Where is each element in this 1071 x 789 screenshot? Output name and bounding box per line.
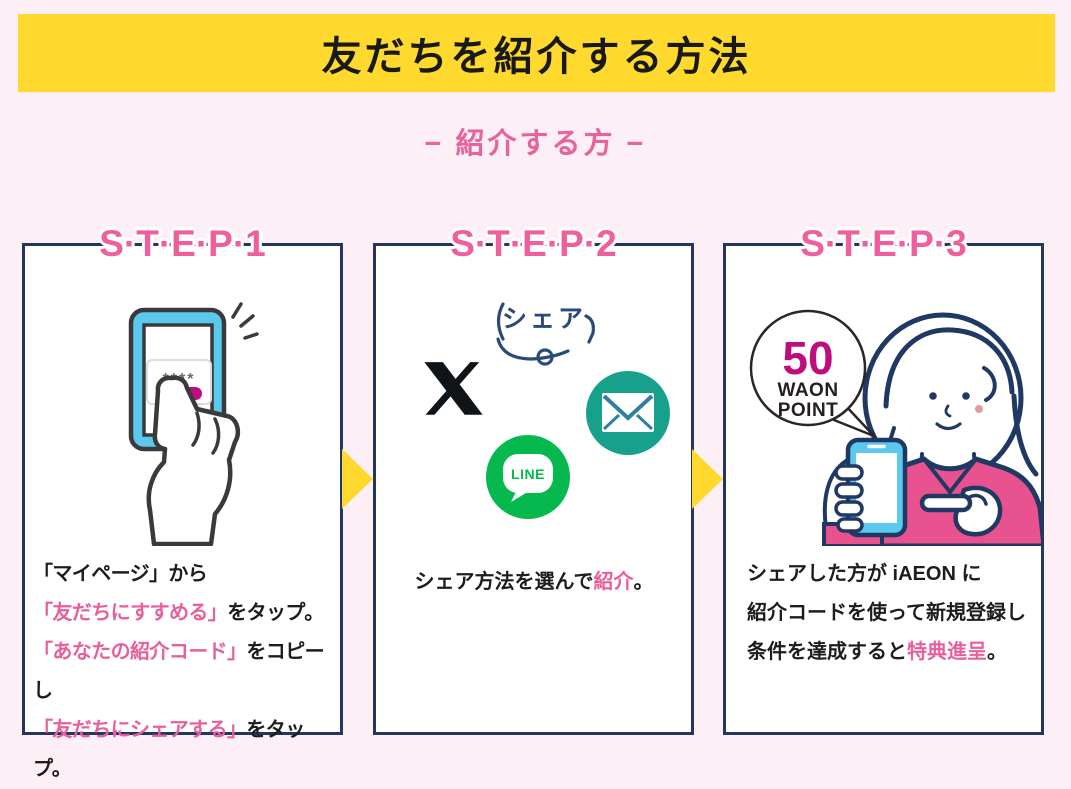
page-title: 友だちを紹介する方法: [321, 35, 752, 79]
points-unit-2: POINT: [778, 400, 839, 421]
instruction-line: シェアした方が iAEON に: [747, 563, 982, 585]
x-logo-icon: [424, 362, 483, 415]
tap-spark-icon: [231, 302, 259, 340]
line-icon: LINE: [486, 435, 570, 519]
step1-card: S·T·E·P·1 ****: [22, 223, 343, 780]
instruction-line: シェア方法を選んで紹介。: [414, 571, 654, 593]
step3-text: シェアした方が iAEON に紹介コードを使って新規登録し条件を達成すると特典進…: [747, 555, 1038, 672]
reward-illustration: 50 WAON POINT: [726, 246, 1041, 546]
share-bubble-label: シェア: [502, 305, 586, 333]
mail-icon: [586, 371, 670, 455]
title-banner: 友だちを紹介する方法: [18, 14, 1055, 92]
tapping-hand-icon: [146, 375, 240, 546]
woman-illustration: [822, 312, 1041, 546]
pointing-hand-icon: [919, 485, 1003, 537]
share-bubble: [496, 302, 595, 366]
instruction-line: 「あなたの紹介コード」をコピーし: [33, 641, 325, 702]
share-icons-illustration: シェア LINE: [376, 246, 691, 546]
step2-card: S·T·E·P·2 シェア: [373, 223, 694, 735]
reward-badge: 50 WAON POINT: [749, 309, 876, 438]
arrow-right-icon: [342, 449, 373, 509]
step2-label: S·T·E·P·2: [450, 223, 617, 264]
referral-infographic: 友だちを紹介する方法 − 紹介する方 − S·T·E·P·1: [18, 14, 1055, 780]
instruction-line: 条件を達成すると特典進呈。: [747, 641, 1007, 663]
step1-label: S·T·E·P·1: [99, 223, 266, 264]
step2-text: シェア方法を選んで紹介。: [380, 563, 688, 602]
instruction-line: 「友だちにすすめる」をタップ。: [33, 602, 324, 624]
arrow-right-icon: [692, 449, 723, 509]
instruction-line: 「マイページ」から: [33, 563, 208, 585]
step1-text: 「マイページ」から「友だちにすすめる」をタップ。「あなたの紹介コード」をコピーし…: [33, 555, 337, 789]
points-amount: 50: [782, 332, 833, 384]
instruction-line: 紹介コードを使って新規登録し: [747, 602, 1026, 624]
step3-label: S·T·E·P·3: [800, 223, 967, 264]
instruction-line: 「友だちにシェアする」をタップ。: [33, 719, 305, 780]
phone-tap-illustration: ****: [25, 246, 340, 546]
points-unit-1: WAON: [777, 380, 838, 401]
subtitle: − 紹介する方 −: [424, 128, 647, 160]
step3-card: S·T·E·P·3: [723, 223, 1044, 735]
line-icon-label: LINE: [511, 466, 545, 482]
